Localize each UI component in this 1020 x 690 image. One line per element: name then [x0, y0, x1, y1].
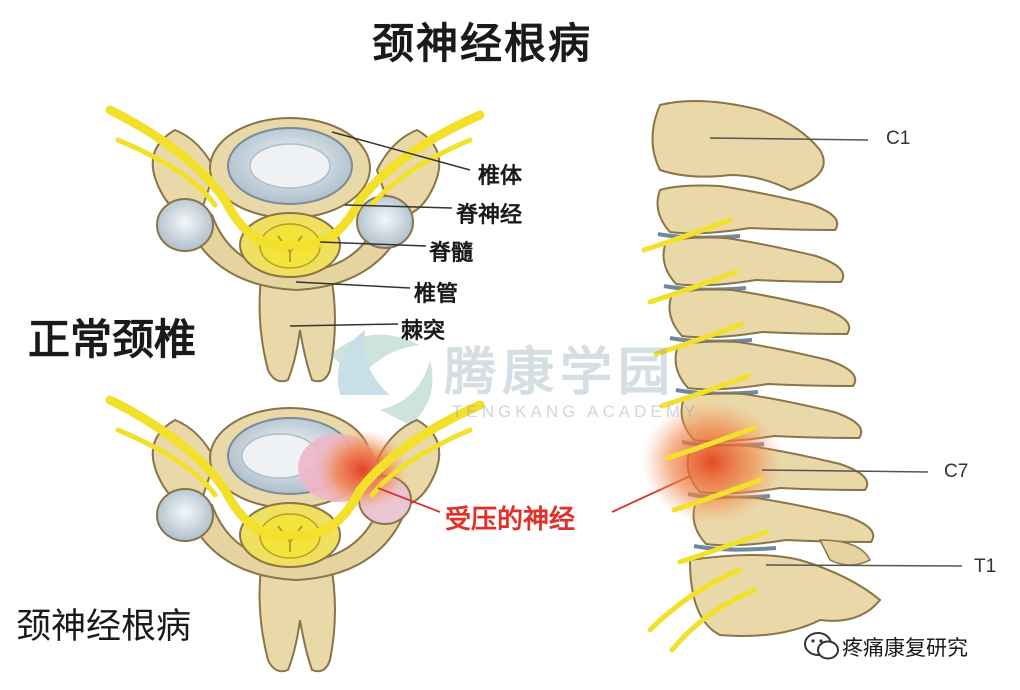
- nerve-root: [677, 529, 769, 565]
- normal-vertebra: [105, 105, 485, 383]
- radiculopathy-caption: 颈神经根病: [16, 607, 192, 647]
- facet-right: [356, 195, 414, 249]
- label-spinal-nerve: 脊神经: [456, 203, 523, 228]
- facet-left: [156, 488, 214, 542]
- vertebra-leaders: [709, 137, 963, 567]
- source-badge: 疼痛康复研究: [842, 636, 968, 660]
- nerve-root: [669, 587, 758, 653]
- diagram-title: 颈神经根病: [372, 19, 593, 68]
- intervertebral-disc: [693, 544, 777, 552]
- watermark-text-cn: 腾康学园: [444, 342, 677, 403]
- nerve-root: [653, 321, 745, 357]
- lateral-vertebra: [668, 288, 851, 339]
- nerve-roots: [641, 217, 769, 653]
- lateral-vertebra: [656, 184, 839, 235]
- label-spinal-canal: 椎管: [414, 282, 459, 307]
- label-vertebral-body: 椎体: [478, 164, 523, 189]
- label-leaders: [289, 131, 471, 327]
- label-spinal-cord: 脊髓: [429, 241, 474, 266]
- wechat-icon: [804, 632, 839, 660]
- label-compressed-nerve: 受压的神经: [445, 505, 576, 535]
- normal-spine-caption: 正常颈椎: [28, 315, 197, 364]
- nerve-root: [641, 217, 733, 253]
- spinous-process: [258, 559, 336, 673]
- lateral-spine: [641, 100, 882, 653]
- vertebra-t1: [688, 554, 882, 637]
- label-c1: C1: [886, 128, 911, 149]
- vertebra-c1: [651, 100, 825, 192]
- nerve-root: [671, 477, 763, 513]
- nerve-root: [659, 373, 751, 409]
- label-spinous-process: 棘突: [401, 319, 446, 344]
- radiculopathy-vertebra: [105, 395, 485, 673]
- lateral-vertebra: [662, 236, 845, 287]
- spinal-nerve-left: [105, 105, 295, 250]
- spinal-nerve-left: [105, 395, 295, 540]
- watermark-logo: [330, 330, 433, 425]
- label-c7: C7: [944, 461, 969, 482]
- nerve-root: [647, 269, 739, 305]
- lateral-vertebra: [674, 340, 857, 391]
- label-t1: T1: [974, 556, 997, 577]
- facet-left: [156, 198, 214, 252]
- watermark-text-en: TENGKANG ACADEMY: [452, 402, 700, 421]
- spinal-nerve-right-compressed: [290, 400, 485, 540]
- nerve-root: [647, 567, 743, 633]
- nerve-root: [665, 425, 757, 461]
